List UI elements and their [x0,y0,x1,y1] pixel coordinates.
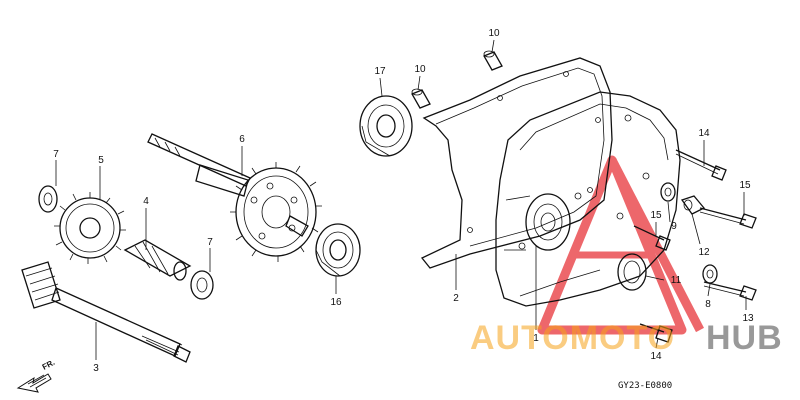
part-12-nut [680,195,706,215]
callout-17: 17 [374,66,386,77]
callout-15-upper: 15 [739,180,751,191]
part-8-washer [702,264,718,284]
callout-16: 16 [330,297,342,308]
part-13-bolt [703,281,757,301]
callout-8: 8 [705,299,711,310]
callout-13: 13 [742,313,754,324]
callout-7-left: 7 [53,149,59,160]
part-4-small-gear [123,239,192,281]
callout-10-upper: 10 [488,28,500,39]
part-1-case-cover [495,91,681,307]
part-10-dowel-upper [483,50,503,71]
callout-2: 2 [453,293,459,304]
watermark-text-hub: HUB [706,319,783,357]
part-6-countershaft [147,133,322,262]
callout-11: 11 [671,275,682,286]
leader-lines [55,39,747,360]
part-14-bolt-upper [675,149,727,181]
callout-14-upper: 14 [698,128,710,139]
part-3-shaft [21,261,191,363]
part-15-bolt-upper [699,207,757,229]
part-14-bolt-lower [639,323,673,343]
part-10-dowel-lower [411,88,431,109]
callout-12: 12 [698,247,710,258]
watermark-triangle [537,155,704,335]
callout-labels: 1 2 3 4 5 6 7 7 8 9 10 10 11 12 13 14 14… [53,28,754,374]
callout-9: 9 [671,221,677,232]
part-7-washer-left [38,185,58,213]
callout-3: 3 [93,363,99,374]
callout-15-lower: 15 [650,210,662,221]
watermark-text-automoto: AUTOMOTO [470,319,675,357]
part-9-washer [660,182,676,202]
callout-7-right: 7 [207,237,213,248]
direction-label: FR. [41,358,57,372]
figure-code: GY23-E0800 [618,381,672,391]
callout-5: 5 [98,155,104,166]
part-5-gear [54,192,126,264]
callout-10-lower: 10 [414,64,426,75]
part-7-washer-right [190,270,214,300]
part-15-bolt-lower [633,225,671,251]
callout-14-lower: 14 [650,351,662,362]
callout-6: 6 [239,134,245,145]
part-11-oil-seal [617,253,647,291]
part-16-bearing [315,223,361,277]
part-17-bearing [359,95,413,157]
watermark-logo: AUTOMOTO HUB [470,319,783,357]
callout-1: 1 [533,333,539,344]
front-direction-arrow: FR. [16,358,57,393]
callout-4: 4 [143,196,149,207]
